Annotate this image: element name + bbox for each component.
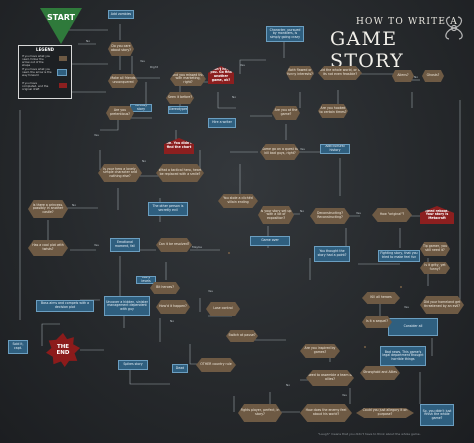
node-could-allegory: Could you just allegory it on purpose? [356, 408, 414, 418]
node-fantasy-story: Fantasy story [130, 104, 152, 112]
node-ghosts: Ghosts? [422, 70, 444, 82]
node-kill-heroes: Kill all heroes [362, 292, 400, 304]
node-some-say: Some go on a quest to kill bad guys, rig… [260, 144, 300, 160]
node-consider-all: Consider all [388, 318, 438, 336]
node-dead: Dead [172, 364, 188, 373]
node-how-story: How does the enemy feel about his world? [300, 404, 352, 422]
start-label: START [46, 13, 76, 22]
node-lose-control: Lose control [206, 302, 240, 316]
label-maybe-1: Maybe [192, 245, 202, 249]
node-stronghold: Stronghold and Allies [360, 366, 400, 380]
label-right-1: Right [150, 65, 158, 69]
label-yes-3: Yes [94, 133, 99, 137]
node-you-stole: You stole a clichéd villain ending [218, 194, 258, 208]
node-hero-tactical: What a tactical hero, heart be replaced … [156, 164, 204, 182]
node-how-happened: How'd it happen? [156, 300, 190, 314]
footnote: "Laugh" means that you didn't have to th… [318, 432, 421, 436]
legend-answer-swatch [57, 69, 67, 76]
node-cool-plot: Has a cool plot with twists? [28, 240, 68, 256]
node-hire-writer: Hire a writer [208, 118, 236, 128]
node-can-be-resolved: Can it be resolved? [156, 238, 192, 252]
node-need-assemble: Need to assemble a team of allies? [306, 370, 354, 386]
label-yes-5: Yes [94, 243, 99, 247]
node-care-story: Do you care about story? [108, 42, 134, 56]
label-yes-4: Yes [300, 147, 305, 151]
node-whole-world: Did the whole world, or is its not even … [318, 66, 362, 80]
node-just-missed: And you missed this with marketing, righ… [170, 72, 206, 86]
node-both-flawed: Both flawed or funny interests? [286, 66, 314, 80]
node-emotional-moment: Emotional moment, fail [110, 238, 140, 252]
legend-question-swatch [59, 56, 67, 61]
label-no-5: No [72, 203, 77, 207]
node-character-pursued: Character, pursued by monsters, is simpl… [266, 26, 304, 42]
node-homeland: Did your homeland get threatened by an e… [420, 296, 464, 314]
legend-item-end: If you have completed, end the original … [22, 81, 49, 91]
label-yes-2: Yes [240, 63, 245, 67]
end-label-end: END [56, 350, 70, 356]
node-spacer-3 [228, 252, 230, 254]
label-no-6: No [300, 209, 305, 213]
node-bad-news: Bad news. This game's legal department t… [380, 346, 426, 366]
label-yes-9: Yes [342, 393, 347, 397]
node-are-you-grim: Are you inspired by games? [300, 344, 340, 358]
node-spacer-2 [400, 286, 402, 288]
legend-item-question: If you have what you need, follow the ar… [22, 54, 51, 67]
node-deconstructing: Deconstructing? Reconstructing? [310, 208, 350, 224]
label-no-3: No [414, 75, 419, 79]
node-whole-chart: Oh. You didn't find the chart [164, 138, 194, 154]
title-top: HOW TO WRITE A [356, 17, 458, 27]
node-princess: Is there a princess, possibly in another… [28, 200, 68, 218]
label-no-1: No [86, 39, 91, 43]
end-label-the: THE [56, 344, 70, 350]
node-add-cultural: Add cultural history [320, 144, 350, 154]
node-you-still-write: So, you didn't just finish the whole gam… [420, 404, 454, 426]
node-sold-it: Sold it, capt. [8, 340, 28, 354]
node-fighting-story: Fighting story, that you tried to make f… [378, 250, 420, 262]
node-spacer [364, 346, 366, 348]
node-hooked: Are you hooked to certain times? [318, 104, 348, 118]
node-switch-plot: Switch at pause? [226, 330, 258, 342]
node-seen-before: Seen it before? [166, 92, 194, 104]
node-tip-gamer: Tip gamer, you still need it? [420, 242, 450, 256]
node-how-original: How "original"? [372, 208, 412, 222]
node-other-person: The other person is secretly evil [148, 202, 188, 216]
node-fights-player: Fights player, perfect, in story? [238, 404, 282, 422]
node-stereotypes: Stereotypes [168, 106, 188, 114]
node-you-thought: You thought the story had a point? [314, 246, 350, 262]
tentacle-ornament-icon [445, 16, 463, 40]
node-uncover: Uncover a hidden, sinister management de… [104, 296, 150, 316]
label-no-8: No [286, 383, 291, 387]
label-yes-7: Yes [208, 289, 213, 293]
label-yes-8: Yes [404, 305, 409, 309]
node-boss-aim: Boss aims and compels with a decision pl… [36, 300, 94, 312]
label-no-2: No [232, 95, 237, 99]
node-story-set: Is your story set up with a lot of expos… [258, 206, 294, 224]
legend-item-answer: If you have what you need, the arrow is … [22, 67, 52, 77]
legend-end-swatch [59, 83, 67, 88]
node-cant-help: Can't help you. Go find another game, ok… [208, 66, 234, 84]
label-yes-6: Yes [356, 211, 361, 215]
node-other-country: OTHER country rule [196, 358, 236, 372]
node-need-reboot: Need reboot. Your story is Metacraft [420, 206, 454, 224]
node-pretentious: Are you pretentious? [106, 106, 134, 120]
node-is-it-sequel: Is it a sequel? [362, 316, 392, 328]
node-bit-heroes: Bit heroes? [150, 282, 180, 294]
node-is-your-hero: Is your hero a lovely, simple character … [98, 164, 142, 182]
node-aliens: Aliens? [392, 70, 414, 82]
node-add-zombies: Add zombies [108, 10, 134, 19]
label-no-7: No [170, 319, 175, 323]
label-no-4: No [142, 159, 147, 163]
legend-title: LEGEND [36, 47, 54, 52]
legend-box: LEGEND If you have what you need, follow… [18, 45, 72, 99]
node-many-levels: Many levels [136, 276, 156, 284]
node-on-game: Are you at the game? [272, 106, 300, 120]
node-make-all-friends: Make all friends unconquered [108, 74, 138, 88]
node-spikes-story: Spikes story [118, 360, 148, 370]
node-game-over: Game over [250, 236, 290, 246]
node-is-it-gritty: Is it grity, yet funny? [420, 262, 450, 274]
label-yes-1: Yes [140, 59, 145, 63]
